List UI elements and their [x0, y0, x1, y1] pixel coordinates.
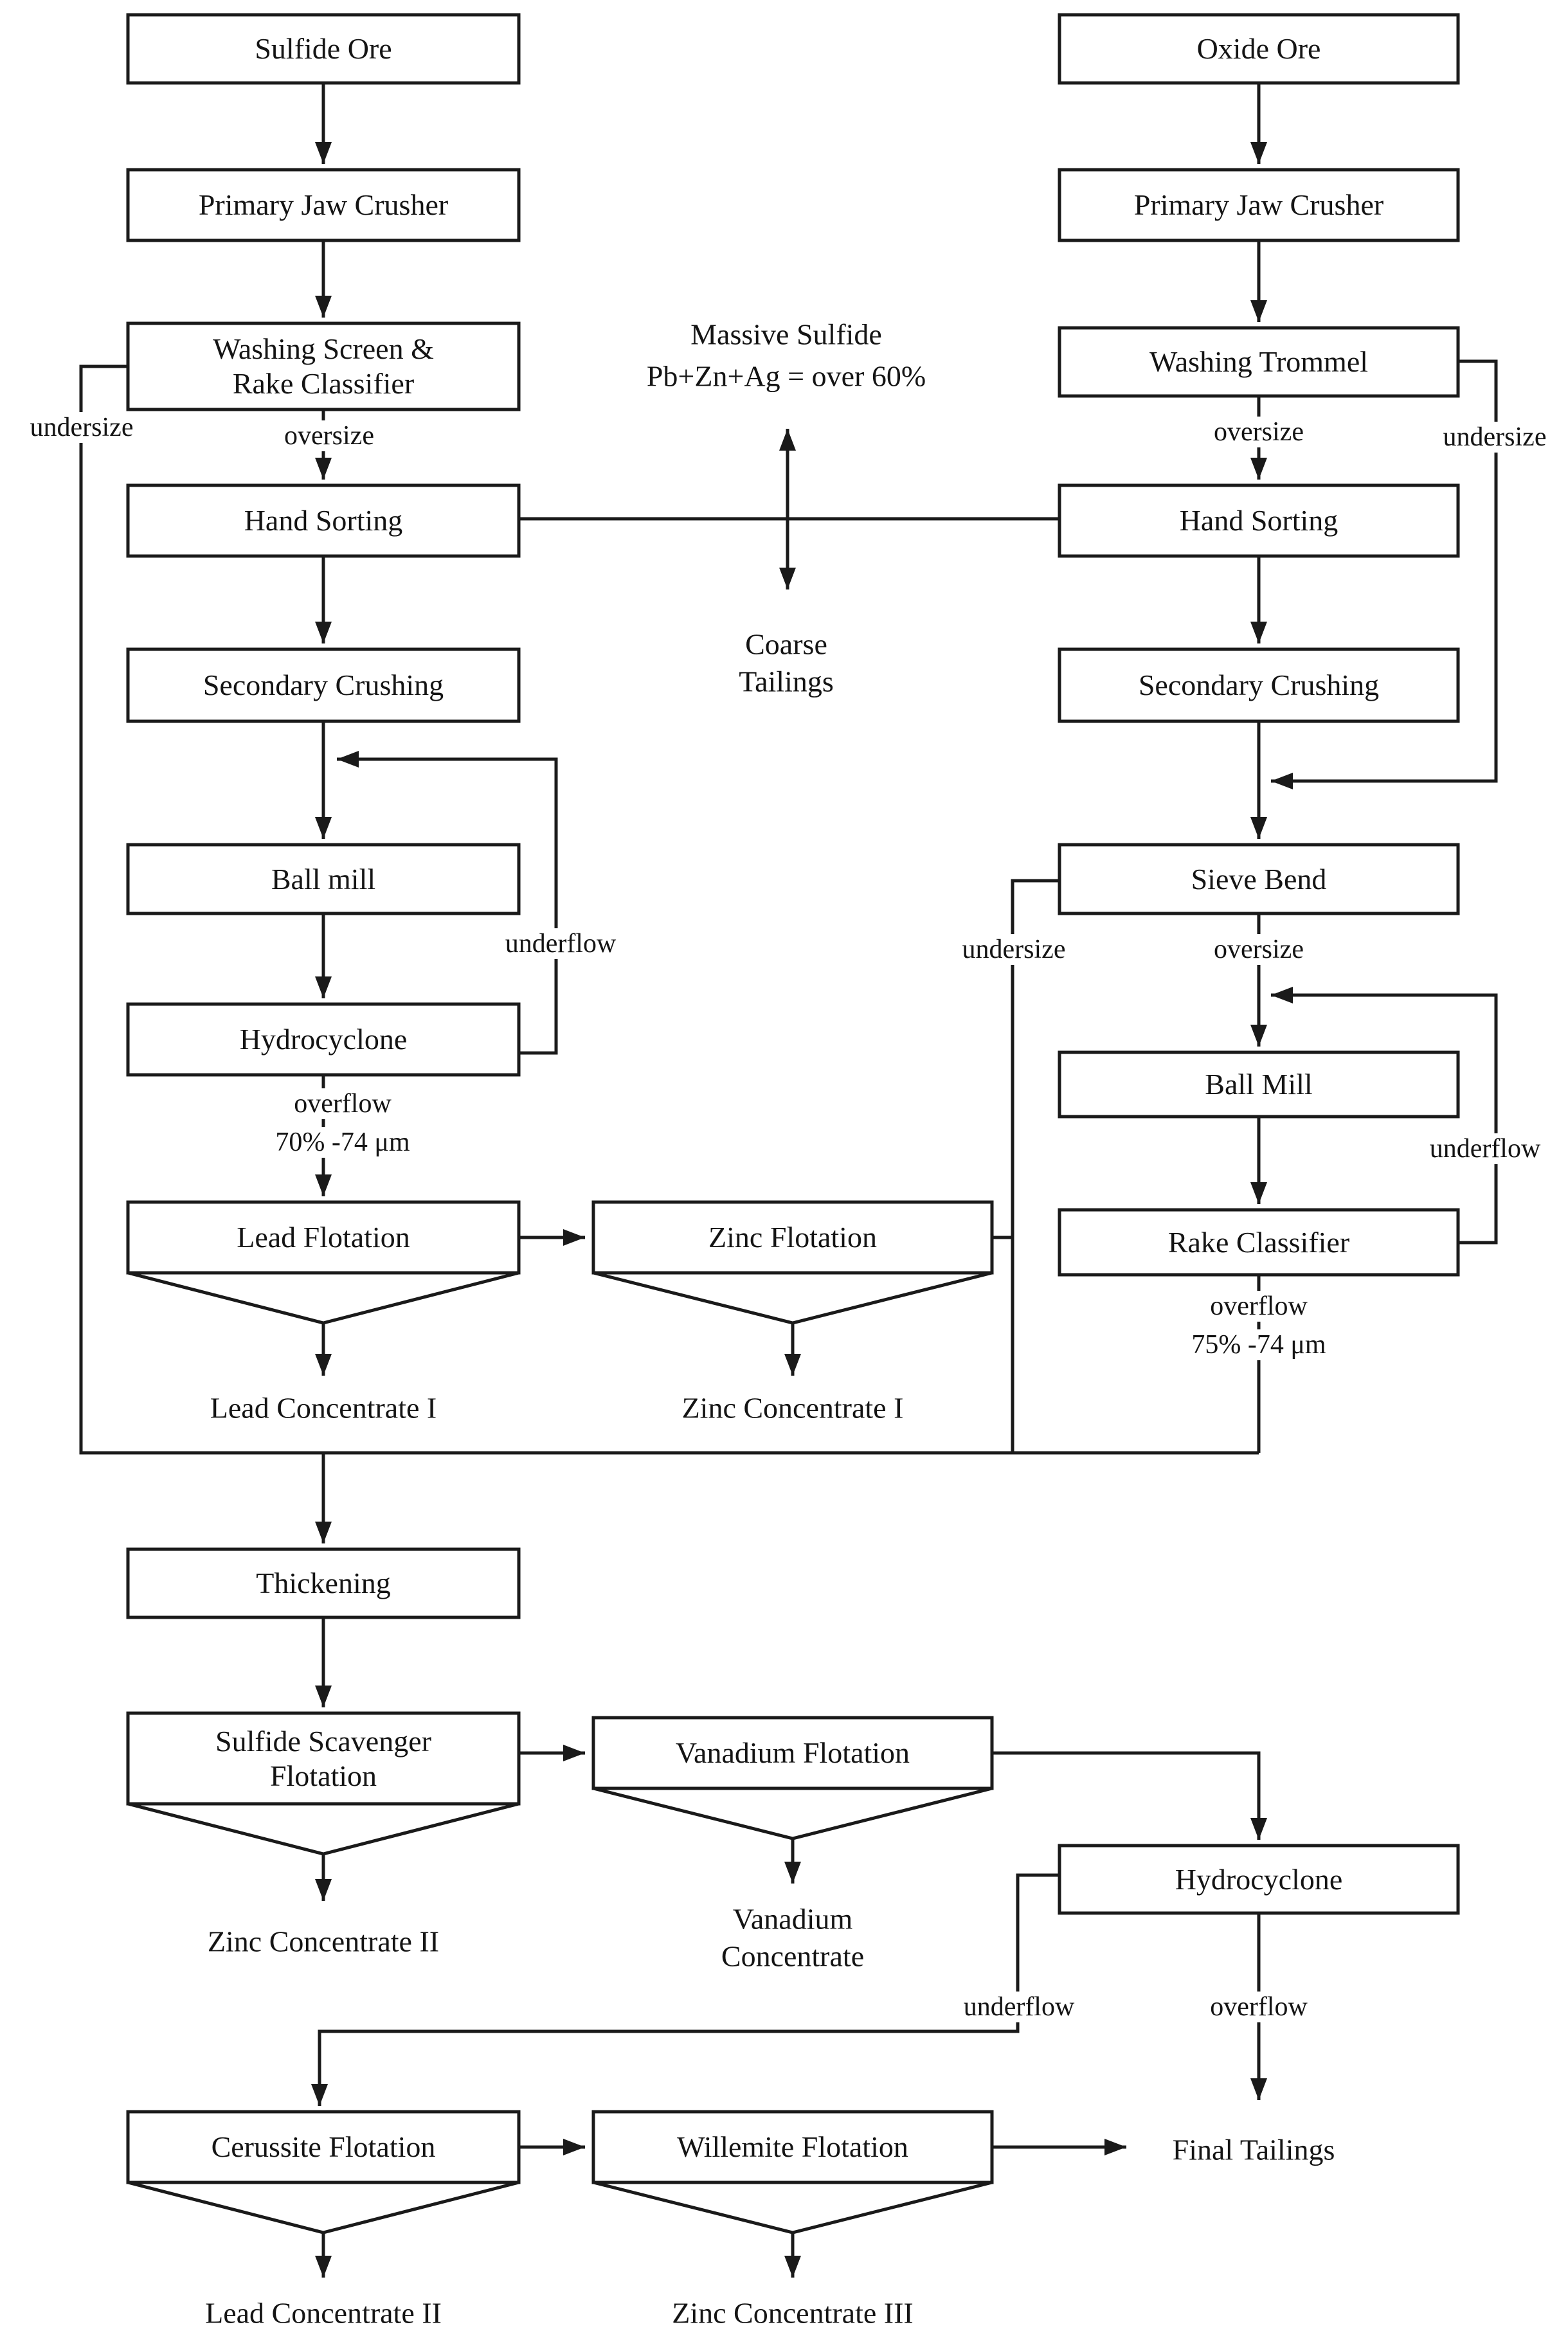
stream-oversize-top-right-label: oversize: [1207, 417, 1310, 447]
edge-rake-classifier-underflow-recycle: [1271, 987, 1498, 1245]
node-secondary-crushing-right-box: [1058, 647, 1460, 723]
node-sulfide-ore-label: Sulfide Ore: [255, 32, 392, 65]
node-willemite-flotation-box: [591, 2110, 994, 2184]
node-vanadium-flotation-box: [591, 1716, 994, 1790]
stream-fineness-left-label: 70% -74 μm: [269, 1127, 417, 1158]
edge-washing-trommel-undersize-recycle: [1271, 359, 1498, 789]
node-hand-sorting-right-label: Hand Sorting: [1179, 504, 1338, 537]
node-rake-classifier-label: Rake Classifier: [1167, 1225, 1350, 1259]
node-primary-jaw-crusher-left-box: [126, 168, 521, 242]
node-washing-screen-label-line1: Washing Screen &: [213, 332, 434, 365]
node-thickening-label: Thickening: [256, 1567, 391, 1599]
node-primary-jaw-crusher-left-label: Primary Jaw Crusher: [198, 188, 449, 221]
node-hand-sorting-left-label: Hand Sorting: [244, 504, 403, 537]
stream-underflow-left-label: underflow: [498, 928, 623, 959]
funnel-vanadium-flotation: [593, 1786, 993, 1840]
node-washing-trommel-box: [1058, 326, 1460, 398]
node-sulfide-scavenger-label: Sulfide Scavenger Flotation: [128, 1713, 519, 1804]
node-hydrocyclone-left-label: Hydrocyclone: [239, 1023, 408, 1056]
product-lead-concentrate-2-label: Lead Concentrate II: [205, 2296, 442, 2329]
stream-oversize-left-label: oversize: [278, 420, 381, 451]
node-lead-flotation-box: [126, 1200, 521, 1275]
node-oxide-ore-label: Oxide Ore: [1196, 32, 1321, 65]
stream-underflow-bottom-label: underflow: [957, 1992, 1081, 2022]
node-sieve-bend-label: Sieve Bend: [1191, 862, 1327, 895]
stream-oversize-mid-label: oversize: [1207, 934, 1310, 965]
funnel-lead-flotation: [127, 1271, 519, 1325]
funnel-willemite-flotation: [593, 2181, 993, 2235]
node-secondary-crushing-right-label: Secondary Crushing: [1138, 669, 1380, 701]
annotation-coarse-tailings-line1: Coarse: [745, 627, 827, 661]
product-zinc-concentrate-1-label: Zinc Concentrate I: [681, 1391, 904, 1425]
node-oxide-ore-box: [1058, 13, 1460, 85]
node-sulfide-scavenger-label-line2: Flotation: [269, 1759, 377, 1792]
stream-overflow-left-label: overflow: [287, 1088, 398, 1119]
node-cerussite-flotation-box: [126, 2110, 521, 2184]
node-thickening-box: [126, 1547, 521, 1619]
stream-overflow-right-label: overflow: [1203, 1291, 1314, 1322]
stream-undersize-top-right-label: undersize: [1436, 422, 1553, 453]
node-ball-mill-right-box: [1058, 1050, 1460, 1119]
node-ball-mill-left-box: [126, 843, 521, 915]
product-zinc-concentrate-3-label: Zinc Concentrate III: [672, 2296, 914, 2329]
node-cerussite-flotation-label: Cerussite Flotation: [211, 2130, 436, 2163]
node-primary-jaw-crusher-right-label: Primary Jaw Crusher: [1133, 188, 1384, 221]
node-ball-mill-right-label: Ball Mill: [1205, 1068, 1313, 1101]
edge-sieve-bend-undersize-to-collection: [1011, 879, 1059, 1453]
funnel-cerussite-flotation: [127, 2181, 519, 2235]
node-rake-classifier-box: [1058, 1208, 1460, 1277]
node-washing-screen-label: Washing Screen & Rake Classifier: [128, 323, 519, 409]
node-hydrocyclone-bottom-label: Hydrocyclone: [1175, 1862, 1343, 1896]
annotation-massive-sulfide-line1: Massive Sulfide: [690, 318, 882, 351]
product-final-tailings-label: Final Tailings: [1172, 2133, 1335, 2166]
node-hand-sorting-right-box: [1058, 483, 1460, 558]
node-zinc-flotation-box: [591, 1200, 994, 1275]
node-washing-screen-box: [126, 321, 521, 411]
node-sulfide-scavenger-box: [126, 1711, 521, 1806]
stream-fineness-right-label: 75% -74 μm: [1185, 1329, 1333, 1360]
annotation-massive-sulfide-line2: Pb+Zn+Ag = over 60%: [646, 359, 926, 393]
node-sulfide-ore-box: [126, 13, 521, 85]
node-sieve-bend-box: [1058, 843, 1460, 915]
node-hand-sorting-left-box: [126, 483, 521, 558]
node-washing-trommel-label: Washing Trommel: [1149, 345, 1369, 378]
stream-underflow-right-label: underflow: [1423, 1133, 1547, 1164]
node-lead-flotation-label: Lead Flotation: [237, 1221, 410, 1254]
funnel-zinc-flotation: [593, 1271, 993, 1325]
product-vanadium-concentrate-line2: Concentrate: [721, 1939, 865, 1973]
node-hydrocyclone-left-box: [126, 1002, 521, 1077]
product-lead-concentrate-1-label: Lead Concentrate I: [210, 1391, 437, 1425]
product-vanadium-concentrate-line1: Vanadium: [732, 1902, 853, 1936]
node-vanadium-flotation-label: Vanadium Flotation: [675, 1736, 910, 1769]
stream-undersize-mid-label: undersize: [955, 934, 1072, 965]
node-sulfide-scavenger-label-line1: Sulfide Scavenger: [215, 1724, 431, 1758]
product-zinc-concentrate-2-label: Zinc Concentrate II: [207, 1925, 440, 1958]
node-ball-mill-left-label: Ball mill: [271, 862, 376, 895]
edge-washing-screen-undersize-collection: [79, 364, 1259, 1455]
funnel-sulfide-scavenger: [127, 1802, 519, 1856]
edge-hydrocyclone-bottom-underflow-to-cerussite: [311, 1873, 1059, 2106]
node-primary-jaw-crusher-right-box: [1058, 168, 1460, 242]
stream-overflow-bottom-label: overflow: [1203, 1992, 1314, 2022]
node-hydrocyclone-bottom-box: [1058, 1844, 1460, 1915]
edge-hydrocyclone-left-underflow-recycle: [337, 751, 558, 1055]
node-secondary-crushing-left-label: Secondary Crushing: [203, 669, 444, 701]
node-willemite-flotation-label: Willemite Flotation: [677, 2130, 908, 2163]
node-zinc-flotation-label: Zinc Flotation: [708, 1221, 877, 1254]
annotation-coarse-tailings-line2: Tailings: [739, 665, 834, 698]
edge-vanadium-to-hydrocyclone-bottom: [992, 1751, 1267, 1840]
node-washing-screen-label-line2: Rake Classifier: [232, 367, 415, 400]
node-secondary-crushing-left-box: [126, 647, 521, 723]
stream-undersize-left-label: undersize: [23, 412, 140, 443]
